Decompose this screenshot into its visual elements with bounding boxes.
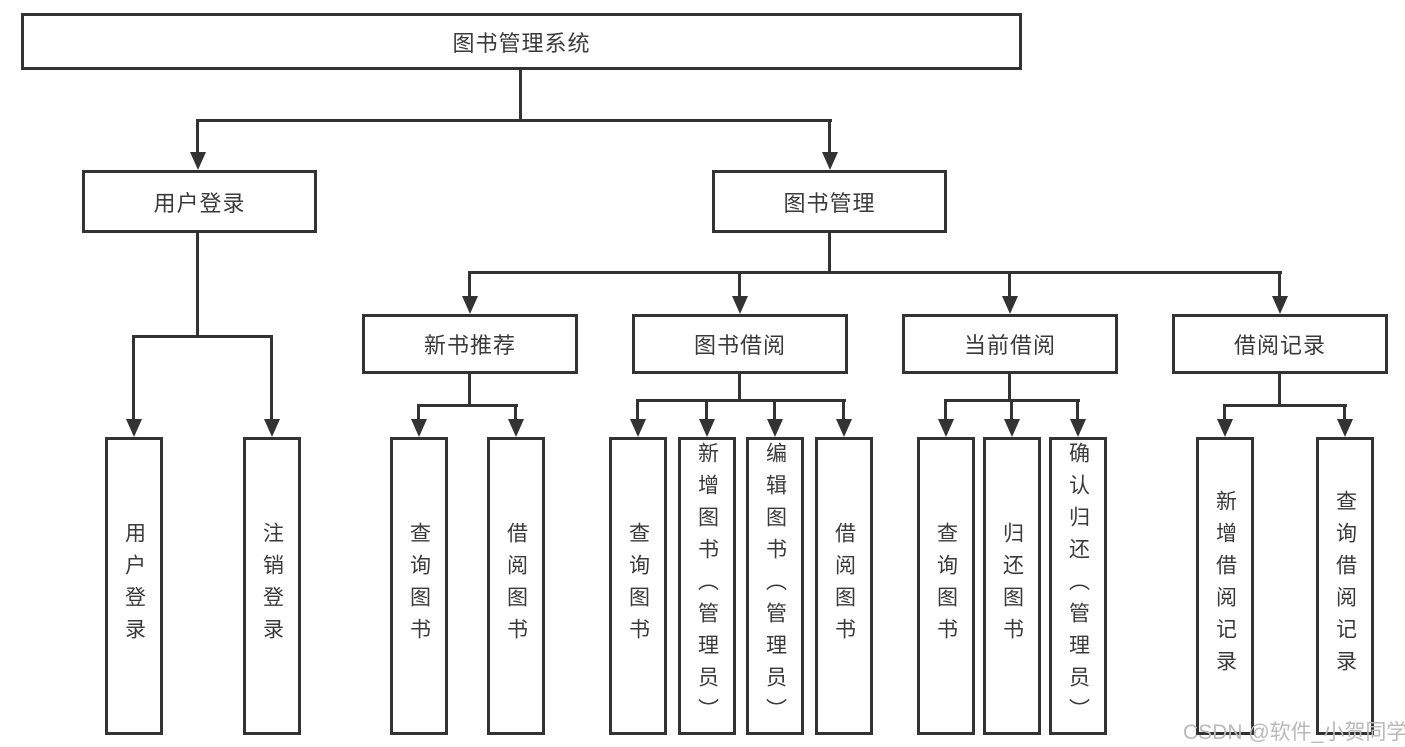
leaf-borrow-add-books-admin: 新增图书（管理员） (678, 437, 736, 735)
connector-borrow-drop-1 (636, 399, 639, 421)
arrowhead-down-icon (1217, 419, 1233, 437)
connector-current-drop-1 (944, 399, 947, 421)
leaf-current-return-books: 归还图书 (983, 437, 1041, 735)
leaf-logout: 注销登录 (243, 437, 301, 735)
connector-borrow-drop-3 (773, 399, 776, 421)
connector-bookmgmt-stem (828, 233, 831, 274)
arrowhead-down-icon (630, 419, 646, 437)
connector-newrec-stem (468, 374, 471, 406)
arrowhead-down-icon (836, 419, 852, 437)
node-root: 图书管理系统 (21, 13, 1022, 70)
arrowhead-down-icon (767, 419, 783, 437)
node-book-borrowing-label: 图书借阅 (693, 333, 786, 358)
connector-borrow-drop-4 (842, 399, 845, 421)
connector-userlogin-rail (132, 335, 273, 338)
leaf-current-confirm-return-admin-label: 确认归还（管理员） (1066, 442, 1090, 730)
connector-bookmgmt-drop-4 (1278, 271, 1281, 299)
node-borrowing-records: 借阅记录 (1172, 314, 1388, 374)
connector-newrec-rail (417, 404, 518, 407)
arrowhead-down-icon (1002, 296, 1018, 314)
node-book-management: 图书管理 (712, 170, 947, 233)
node-current-borrowing-label: 当前借阅 (963, 333, 1056, 358)
arrowhead-down-icon (699, 419, 715, 437)
arrowhead-down-icon (462, 296, 478, 314)
connector-newrec-drop-2 (514, 404, 517, 421)
arrowhead-down-icon (190, 152, 206, 170)
leaf-borrow-borrow-books-label: 借阅图书 (832, 522, 856, 650)
node-user-login: 用户登录 (82, 170, 317, 233)
connector-userlogin-drop-2 (270, 335, 273, 421)
leaf-record-add-borrow-record: 新增借阅记录 (1196, 437, 1254, 735)
leaf-current-return-books-label: 归还图书 (1000, 522, 1024, 650)
node-book-borrowing: 图书借阅 (632, 314, 848, 374)
leaf-current-confirm-return-admin: 确认归还（管理员） (1049, 437, 1107, 735)
connector-root-stem (519, 69, 522, 121)
node-current-borrowing: 当前借阅 (902, 314, 1118, 374)
node-user-login-label: 用户登录 (153, 190, 246, 216)
connector-bookmgmt-drop-3 (1008, 271, 1011, 299)
leaf-record-add-borrow-record-label: 新增借阅记录 (1213, 490, 1237, 682)
leaf-newrec-query-books-label: 查询图书 (407, 522, 431, 650)
connector-newrec-drop-1 (417, 404, 420, 421)
leaf-newrec-borrow-books: 借阅图书 (487, 437, 545, 735)
leaf-current-query-books: 查询图书 (917, 437, 975, 735)
connector-records-stem (1278, 374, 1281, 406)
arrowhead-down-icon (1337, 419, 1353, 437)
connector-records-rail (1223, 404, 1347, 407)
node-root-label: 图书管理系统 (452, 30, 591, 56)
leaf-current-query-books-label: 查询图书 (934, 522, 958, 650)
leaf-logout-label: 注销登录 (260, 522, 284, 650)
connector-userlogin-stem (196, 233, 199, 337)
leaf-user-login-label: 用户登录 (122, 522, 146, 650)
node-book-management-label: 图书管理 (783, 190, 876, 216)
arrowhead-down-icon (822, 152, 838, 170)
arrowhead-down-icon (1004, 419, 1020, 437)
connector-current-stem (1008, 374, 1011, 401)
leaf-borrow-query-books-label: 查询图书 (626, 522, 650, 650)
node-new-book-recommend-label: 新书推荐 (423, 333, 516, 358)
leaf-record-query-borrow-record-label: 查询借阅记录 (1333, 490, 1357, 682)
leaf-user-login: 用户登录 (105, 437, 163, 735)
arrowhead-down-icon (732, 296, 748, 314)
arrowhead-down-icon (411, 419, 427, 437)
leaf-newrec-borrow-books-label: 借阅图书 (504, 522, 528, 650)
arrowhead-down-icon (126, 419, 142, 437)
connector-root-drop-right (828, 119, 831, 153)
leaf-borrow-query-books: 查询图书 (609, 437, 667, 735)
leaf-borrow-edit-books-admin-label: 编辑图书（管理员） (763, 442, 787, 730)
connector-records-drop-1 (1223, 404, 1226, 421)
leaf-borrow-borrow-books: 借阅图书 (815, 437, 873, 735)
leaf-newrec-query-books: 查询图书 (390, 437, 448, 735)
connector-current-drop-2 (1010, 399, 1013, 421)
arrowhead-down-icon (1272, 296, 1288, 314)
connector-borrow-rail (636, 399, 846, 402)
arrowhead-down-icon (508, 419, 524, 437)
connector-root-rail (196, 119, 832, 122)
connector-borrow-drop-2 (705, 399, 708, 421)
connector-current-drop-3 (1076, 399, 1079, 421)
connector-bookmgmt-drop-1 (468, 271, 471, 299)
connector-records-drop-2 (1343, 404, 1346, 421)
node-borrowing-records-label: 借阅记录 (1233, 333, 1326, 358)
leaf-borrow-add-books-admin-label: 新增图书（管理员） (695, 442, 719, 730)
connector-root-drop-left (196, 119, 199, 153)
connector-borrow-stem (738, 374, 741, 401)
arrowhead-down-icon (938, 419, 954, 437)
arrowhead-down-icon (264, 419, 280, 437)
leaf-record-query-borrow-record: 查询借阅记录 (1316, 437, 1374, 735)
connector-bookmgmt-rail (468, 271, 1282, 274)
connector-userlogin-drop-1 (132, 335, 135, 421)
arrowhead-down-icon (1070, 419, 1086, 437)
node-new-book-recommend: 新书推荐 (362, 314, 578, 374)
leaf-borrow-edit-books-admin: 编辑图书（管理员） (746, 437, 804, 735)
connector-bookmgmt-drop-2 (738, 271, 741, 299)
